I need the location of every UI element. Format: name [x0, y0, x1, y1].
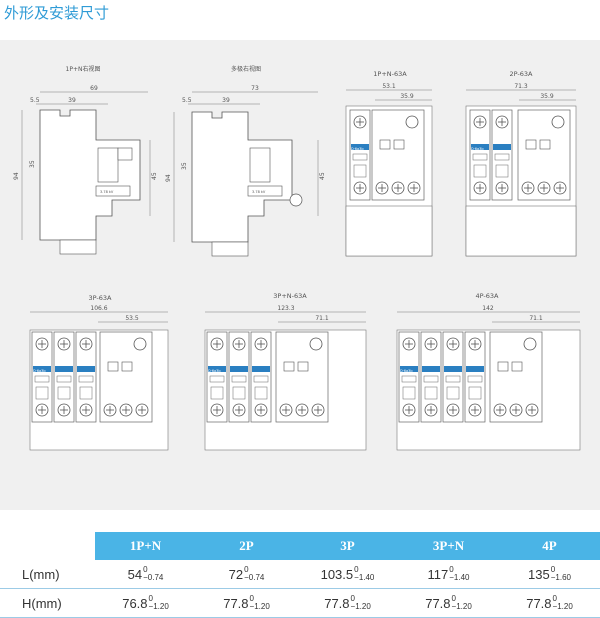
side-multi-dim-a: 5.5 [182, 97, 192, 104]
side-1pn-dim-b: 39 [68, 97, 76, 104]
side-1pn-dim-top: 69 [90, 85, 98, 92]
col-header-2p: 2P [196, 532, 297, 560]
side-1pn-dim-h2: 35 [29, 160, 36, 168]
front-view-1pn: 1P+N-63A 53.1 35.9 [345, 70, 433, 257]
side-view-multi: 多极右视图 73 5.5 39 3.78 kV 94 35 45 [165, 65, 326, 257]
device-label-3p: D·6a3b [33, 369, 46, 373]
side-view-1pn: 1P+N右视图 69 5.5 39 3.78 kV 94 35 45 [13, 65, 158, 255]
side-multi-dim-h3: 45 [319, 172, 326, 180]
col-header-3p: 3P [297, 532, 398, 560]
col-header-3pn: 3P+N [398, 532, 499, 560]
side-multi-dim-b: 39 [222, 97, 230, 104]
front-3pn-dim-total: 123.3 [277, 305, 294, 312]
row-label-l: L(mm) [0, 560, 95, 589]
front-1pn-dim-total: 53.1 [382, 83, 396, 90]
row-label-h: H(mm) [0, 588, 95, 618]
side-multi-dim-h2: 35 [181, 162, 188, 170]
front-3pn-dim-right: 71.1 [315, 315, 329, 322]
side-view-1pn-label: 1P+N右视图 [66, 65, 101, 73]
front-3p-dim-right: 53.5 [125, 315, 139, 322]
front-1pn-label: 1P+N-63A [373, 70, 407, 78]
front-view-3pn: 3P+N-63A 123.3 71.1 [204, 292, 367, 451]
device-label-3pn: D·6a3b [208, 369, 221, 373]
side-1pn-marking: 3.78 kV [100, 190, 114, 194]
front-4p-dim-right: 71.1 [529, 315, 543, 322]
col-header-4p: 4P [499, 532, 600, 560]
table-corner [0, 532, 95, 560]
front-4p-dim-total: 142 [482, 305, 494, 312]
front-2p-label: 2P-63A [510, 70, 534, 78]
device-label-2p: D·6a3b [471, 147, 484, 151]
side-1pn-dim-h1: 94 [13, 172, 20, 180]
side-view-multi-label: 多极右视图 [231, 65, 261, 73]
device-label-1pn: D·6a3b [351, 147, 364, 151]
front-2p-dim-total: 71.3 [514, 83, 528, 90]
device-label-4p: D·6a3b [400, 369, 413, 373]
front-view-4p: 4P-63A 142 71.1 [396, 292, 581, 451]
front-3p-dim-total: 106.6 [90, 305, 107, 312]
technical-drawing-panel: 1P+N右视图 69 5.5 39 3.78 kV 94 35 45 多极右视图… [0, 40, 600, 510]
front-1pn-dim-right: 35.9 [400, 93, 414, 100]
side-1pn-dim-h3: 45 [151, 172, 158, 180]
front-4p-label: 4P-63A [476, 292, 500, 300]
col-header-1pn: 1P+N [95, 532, 196, 560]
table-header-row: 1P+N 2P 3P 3P+N 4P [0, 532, 600, 560]
front-2p-dim-right: 35.9 [540, 93, 554, 100]
front-3pn-label: 3P+N-63A [273, 292, 307, 300]
drawing-svg: 1P+N右视图 69 5.5 39 3.78 kV 94 35 45 多极右视图… [13, 65, 581, 451]
side-multi-dim-h1: 94 [165, 174, 172, 182]
section-title: 外形及安装尺寸 [4, 4, 110, 22]
side-multi-dim-top: 73 [251, 85, 259, 92]
side-multi-marking: 3.78 kV [252, 190, 266, 194]
front-view-3p: 3P-63A 106.6 53.5 [29, 294, 169, 451]
front-3p-label: 3P-63A [89, 294, 113, 302]
side-1pn-dim-a: 5.5 [30, 97, 40, 104]
front-view-2p: 2P-63A 71.3 35.9 [465, 70, 577, 257]
